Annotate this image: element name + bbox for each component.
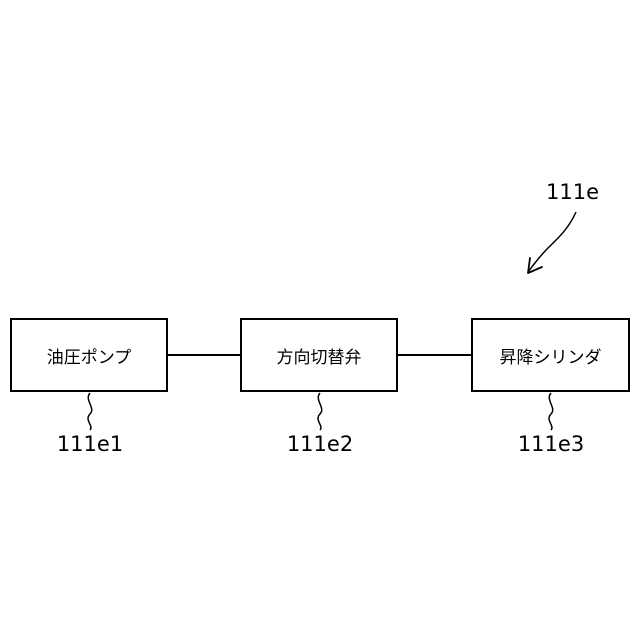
block-label: 油圧ポンプ <box>47 343 132 368</box>
leader-valve <box>318 393 322 430</box>
leader-cylinder <box>549 393 553 430</box>
block-label: 方向切替弁 <box>277 343 362 368</box>
block-hydraulic-pump: 油圧ポンプ <box>10 318 168 392</box>
system-arrow <box>528 212 576 272</box>
reference-label-pump: 111e1 <box>40 432 140 456</box>
system-reference-label: 111e <box>546 180 626 204</box>
system-arrowhead <box>528 258 542 273</box>
block-label: 昇降シリンダ <box>500 343 602 368</box>
reference-label-valve: 111e2 <box>270 432 370 456</box>
reference-label-cylinder: 111e3 <box>501 432 601 456</box>
block-lift-cylinder: 昇降シリンダ <box>471 318 630 392</box>
block-directional-valve: 方向切替弁 <box>240 318 398 392</box>
leader-pump <box>88 393 92 430</box>
